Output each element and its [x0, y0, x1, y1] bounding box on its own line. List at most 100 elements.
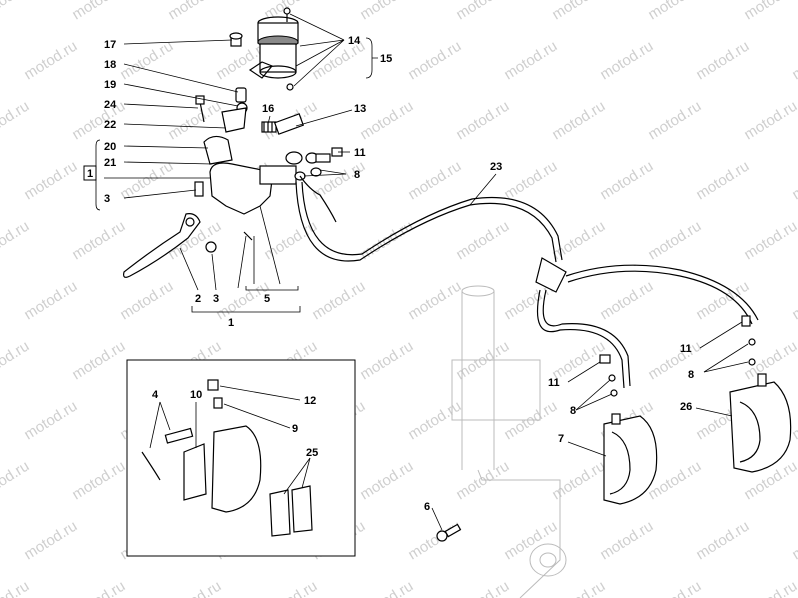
watermark-text: motod.ru	[0, 458, 32, 504]
watermark-text: motod.ru	[69, 458, 128, 504]
brake-pad	[291, 485, 313, 533]
piston-kit	[261, 113, 305, 135]
watermark-text: motod.ru	[693, 518, 752, 564]
callout-20: 20	[104, 141, 116, 153]
callout-16: 16	[262, 103, 274, 115]
watermark-text: motod.ru	[0, 0, 32, 23]
retaining-clip	[141, 451, 161, 481]
handlebar-clamp	[203, 135, 233, 165]
watermark-text: motod.ru	[453, 98, 512, 144]
fluid-reservoir	[248, 7, 299, 91]
watermark-text: motod.ru	[0, 578, 32, 598]
callout-25: 25	[306, 447, 318, 459]
watermark-text: motod.ru	[309, 278, 368, 324]
watermark-text: motod.ru	[69, 578, 128, 598]
bushing	[235, 87, 247, 103]
callout-17: 17	[104, 39, 116, 51]
watermark-text: motod.ru	[405, 518, 464, 564]
group-box-label: 1	[87, 168, 93, 180]
bleed-valve-cap	[207, 379, 219, 391]
brake-lever	[123, 213, 201, 278]
watermark-text: motod.ru	[789, 158, 798, 204]
watermark-text: motod.ru	[405, 38, 464, 84]
watermark-text: motod.ru	[549, 0, 608, 23]
cylinder-barrel	[259, 165, 297, 185]
callout-26: 26	[680, 401, 692, 413]
watermark-text: motod.ru	[453, 218, 512, 264]
caliper-banjo-bolts	[599, 315, 756, 397]
pivot-screw	[194, 181, 204, 197]
watermark-text: motod.ru	[0, 98, 32, 144]
callout-4: 4	[152, 389, 159, 401]
watermark-text: motod.ru	[741, 98, 798, 144]
bolt	[195, 95, 205, 123]
callout-11: 11	[548, 377, 560, 389]
callout-13: 13	[354, 103, 366, 115]
callout-11: 11	[680, 343, 692, 355]
watermark-text: motod.ru	[645, 0, 704, 23]
watermark-text: motod.ru	[453, 578, 512, 598]
watermark-text: motod.ru	[69, 218, 128, 264]
callout-3: 3	[104, 193, 110, 205]
watermark-text: motod.ru	[501, 38, 560, 84]
group-brackets	[83, 37, 378, 313]
watermark-text: motod.ru	[453, 0, 512, 23]
watermark-text: motod.ru	[117, 278, 176, 324]
pivot-nut	[205, 241, 217, 253]
callout-8: 8	[354, 169, 360, 181]
watermark-text: motod.ru	[693, 38, 752, 84]
brake-pad	[269, 489, 291, 537]
watermark-text: motod.ru	[0, 218, 32, 264]
banjo-fitting	[285, 147, 343, 181]
callout-5: 5	[264, 293, 270, 305]
reservoir-cap	[229, 32, 243, 47]
callout-11: 11	[354, 147, 366, 159]
watermark-text: motod.ru	[21, 158, 80, 204]
leader-lines	[104, 13, 749, 531]
fork-leg	[451, 285, 567, 598]
watermark-text: motod.ru	[549, 98, 608, 144]
watermark-text: motod.ru	[597, 518, 656, 564]
watermark-text: motod.ru	[693, 158, 752, 204]
watermark-text: motod.ru	[789, 518, 798, 564]
watermark-text: motod.ru	[21, 278, 80, 324]
callout-24: 24	[104, 99, 117, 111]
watermark-text: motod.ru	[645, 338, 704, 384]
callout-18: 18	[104, 59, 116, 71]
watermark-text: motod.ru	[21, 518, 80, 564]
brake-hose	[295, 181, 759, 389]
callout-7: 7	[558, 433, 564, 445]
watermark-text: motod.ru	[645, 218, 704, 264]
inset-caliper-detail	[126, 359, 356, 557]
callout-1: 1	[228, 317, 234, 329]
watermark-text: motod.ru	[789, 38, 798, 84]
callout-14: 14	[348, 35, 361, 47]
callout-19: 19	[104, 79, 116, 91]
watermark-text: motod.ru	[741, 0, 798, 23]
watermark-text: motod.ru	[597, 278, 656, 324]
callout-21: 21	[104, 157, 116, 169]
brake-light-wire	[299, 175, 337, 223]
watermark-text: motod.ru	[357, 578, 416, 598]
caliper-body	[211, 425, 262, 513]
callout-10: 10	[190, 389, 202, 401]
watermark-text: motod.ru	[357, 338, 416, 384]
callout-3: 3	[213, 293, 219, 305]
callout-8: 8	[688, 369, 694, 381]
bleed-valve	[213, 397, 223, 409]
watermark-text: motod.ru	[117, 158, 176, 204]
callout-12: 12	[304, 395, 316, 407]
callout-15: 15	[380, 53, 392, 65]
callout-labels: 17 14 15 18 19 24 16 13 22 20 21 1 11 8 …	[87, 35, 694, 513]
caliper-mount-bolt	[436, 523, 462, 542]
caliper-pin	[164, 427, 194, 444]
callout-2: 2	[195, 293, 201, 305]
watermark-text: motod.ru	[597, 158, 656, 204]
watermark-text: motod.ru	[21, 38, 80, 84]
watermark-text: motod.ru	[501, 158, 560, 204]
watermark-text: motod.ru	[261, 578, 320, 598]
watermark-text: motod.ru	[165, 578, 224, 598]
watermark-text: motod.ru	[69, 338, 128, 384]
